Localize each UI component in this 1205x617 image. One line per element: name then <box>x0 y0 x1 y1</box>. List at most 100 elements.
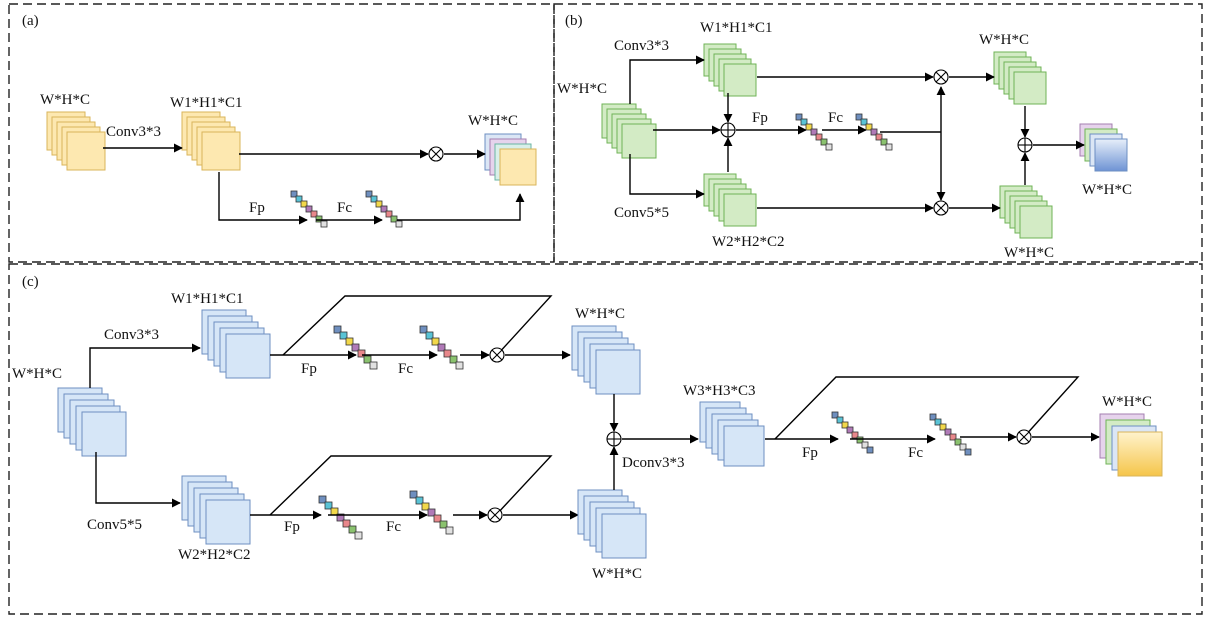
vector-cell <box>333 325 342 334</box>
panel-c-out2-stack <box>577 489 647 559</box>
vector-cell <box>310 210 318 218</box>
panel-a-label: (a) <box>22 13 39 29</box>
vector-cell <box>825 143 833 151</box>
panel-a-fp-label: Fp <box>249 200 265 216</box>
vector-cell <box>870 128 878 136</box>
vector-cell <box>351 343 360 352</box>
panel-a-multiply-icon <box>428 146 444 162</box>
feature-map-sheet <box>499 148 537 186</box>
panel-b-fc-label: Fc <box>828 110 843 126</box>
vector-cell <box>810 128 818 136</box>
vector-cell <box>944 428 952 436</box>
panel-b-input-stack <box>601 103 657 159</box>
panel-b-add-icon <box>720 122 736 138</box>
feature-map-sheet <box>81 411 127 457</box>
vector-cell <box>885 143 893 151</box>
panel-a-fc-label: Fc <box>337 200 352 216</box>
vector-cell <box>445 526 454 535</box>
vector-cell <box>375 200 383 208</box>
vector-cell <box>370 195 378 203</box>
vector-cell <box>345 337 354 346</box>
feature-map-sheet <box>621 123 657 159</box>
feature-map-sheet <box>225 333 271 379</box>
panel-a-fp-line <box>218 172 308 225</box>
feature-map-sheet <box>66 131 106 171</box>
panel-c-feature1-label: W1*H1*C1 <box>171 291 244 307</box>
vector-cell <box>815 133 823 141</box>
panel-c-conv1-line <box>89 343 201 388</box>
panel-a-feature-label: W1*H1*C1 <box>170 95 243 111</box>
panel-a-conv-label: Conv3*3 <box>106 124 161 140</box>
vector-cell <box>290 190 298 198</box>
vector-cell <box>836 416 844 424</box>
panel-b-out2-stack <box>999 185 1053 239</box>
panel-c-fc3-label: Fc <box>908 445 923 461</box>
feature-map-sheet <box>201 131 241 171</box>
panel-c-fp2-vector <box>318 495 363 540</box>
panel-b-input-label: W*H*C <box>557 81 607 97</box>
panel-a-fc-to-output <box>397 193 525 221</box>
vector-cell <box>865 123 873 131</box>
panel-c-fc2-vector <box>409 490 454 535</box>
panel-c-frame <box>8 263 1203 615</box>
panel-c-feature1-stack <box>201 309 271 379</box>
panel-b-conv1-label: Conv3*3 <box>614 38 669 54</box>
vector-cell <box>336 513 345 522</box>
panel-b-output-stack <box>1079 123 1128 172</box>
vector-cell <box>320 220 328 228</box>
panel-c-skip3-line <box>774 376 1080 440</box>
panel-c-fc1-vector <box>419 325 464 370</box>
vector-cell <box>348 525 357 534</box>
vector-cell <box>357 349 366 358</box>
panel-b-conv1-line <box>629 55 705 104</box>
panel-a-input-label: W*H*C <box>40 92 90 108</box>
vector-cell <box>433 514 442 523</box>
panel-c-out1-label: W*H*C <box>575 306 625 322</box>
panel-b-fp-label: Fp <box>752 110 768 126</box>
vector-cell <box>425 331 434 340</box>
feature-map-sheet <box>1117 431 1163 477</box>
vector-cell <box>856 436 864 444</box>
panel-b: (b) W*H*C Conv3*3 W1*H1*C1 Conv5*5 W2*H2… <box>557 13 1132 261</box>
panel-c-fp1-vector <box>333 325 378 370</box>
vector-cell <box>934 418 942 426</box>
panel-a-feature-stack <box>181 111 241 171</box>
vector-cell <box>295 195 303 203</box>
panel-c-feature2-label: W2*H2*C2 <box>178 547 251 563</box>
vector-cell <box>421 502 430 511</box>
vector-cell <box>324 501 333 510</box>
vector-cell <box>339 331 348 340</box>
vector-cell <box>861 441 869 449</box>
panel-c-fp2-label: Fp <box>284 519 300 535</box>
panel-a: (a) W*H*C Conv3*3 W1*H1*C1 W*H*C Fp Fc <box>22 13 537 228</box>
panel-b-conv2-label: Conv5*5 <box>614 205 669 221</box>
panel-b-feature1-stack <box>703 43 757 97</box>
panel-b-fp-vector <box>795 113 833 151</box>
feature-map-sheet <box>1019 205 1053 239</box>
vector-cell <box>831 411 839 419</box>
panel-b-feature2-stack <box>703 173 757 227</box>
panel-c-multiply2-icon <box>487 507 503 523</box>
panel-b-multiply-top-icon <box>933 69 949 85</box>
panel-c-fc2-label: Fc <box>386 519 401 535</box>
panel-c-fc1-label: Fc <box>398 361 413 377</box>
vector-cell <box>342 519 351 528</box>
vector-cell <box>851 431 859 439</box>
vector-cell <box>860 118 868 126</box>
vector-cell <box>395 220 403 228</box>
feature-map-sheet <box>723 425 765 467</box>
panel-b-output-label: W*H*C <box>1082 182 1132 198</box>
vector-cell <box>354 531 363 540</box>
vector-cell <box>949 433 957 441</box>
vector-cell <box>841 421 849 429</box>
panel-c-conv2-label: Conv5*5 <box>87 517 142 533</box>
panel-b-out1-stack <box>993 51 1047 105</box>
vector-cell <box>318 495 327 504</box>
panel-a-fp-vector <box>290 190 328 228</box>
panel-a-input-stack <box>46 111 106 171</box>
vector-cell <box>363 355 372 364</box>
panel-c-out1-stack <box>571 325 641 395</box>
panel-c-output-label: W*H*C <box>1102 394 1152 410</box>
vector-cell <box>880 138 888 146</box>
feature-map-sheet <box>1013 71 1047 105</box>
